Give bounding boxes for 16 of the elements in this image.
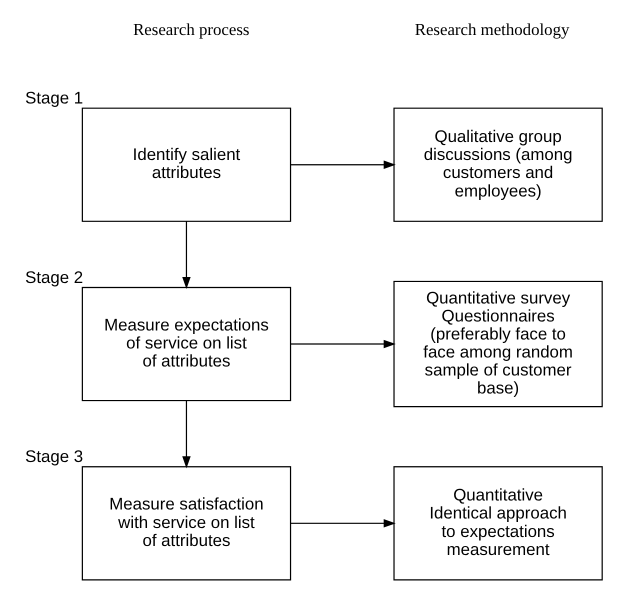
node-box: Measure satisfaction with service on list of attributes: [81, 466, 291, 580]
node-box: Quantitative survey Questionnaires (preferably face to face among random sample of customer base): [392, 280, 602, 408]
node-box: Identify salient attributes: [81, 108, 291, 222]
node-box: Qualitative group discussions (among customers and employees): [392, 108, 602, 222]
node-box: Measure expectations of service on list of attributes: [81, 286, 291, 402]
arrow: [290, 340, 396, 348]
node-label: Stage 1: [24, 88, 83, 108]
arrow: [182, 221, 190, 290]
arrow: [290, 519, 396, 528]
arrow: [182, 400, 190, 468]
arrow: [290, 160, 396, 169]
node-label: Stage 3: [24, 447, 83, 466]
node-label: Stage 2: [24, 268, 83, 287]
label: Research process: [132, 20, 249, 40]
node-box: Quantitative Identical approach to expectations measurement: [392, 466, 602, 580]
label: Research methodology: [414, 20, 569, 40]
